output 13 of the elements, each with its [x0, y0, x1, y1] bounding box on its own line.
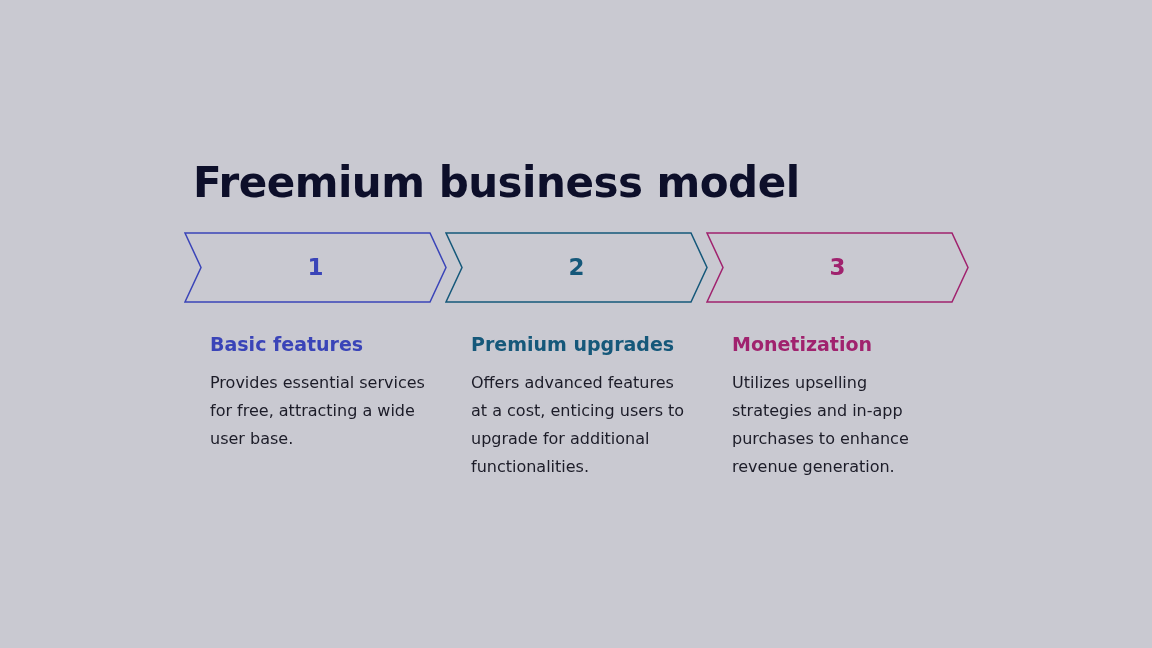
step-heading: Basic features	[210, 333, 365, 355]
step-number: 1	[306, 254, 325, 280]
step-number: 2	[567, 254, 586, 280]
step-number: 3	[828, 254, 847, 280]
step-heading: Monetization	[732, 333, 874, 355]
chevron-step	[445, 232, 708, 303]
step-description: Offers advanced features at a cost, enticing users to upgrade for additional functionalities.	[471, 372, 686, 478]
step-heading: Premium upgrades	[471, 333, 676, 355]
chevron-step	[184, 232, 447, 303]
title: Freemium business model	[193, 158, 800, 207]
step-description: Provides essential services for free, attracting a wide user base.	[210, 372, 425, 450]
step-description: Utilizes upselling strategies and in-app purchases to enhance revenue generation.	[732, 372, 910, 478]
chevron-step	[706, 232, 969, 303]
